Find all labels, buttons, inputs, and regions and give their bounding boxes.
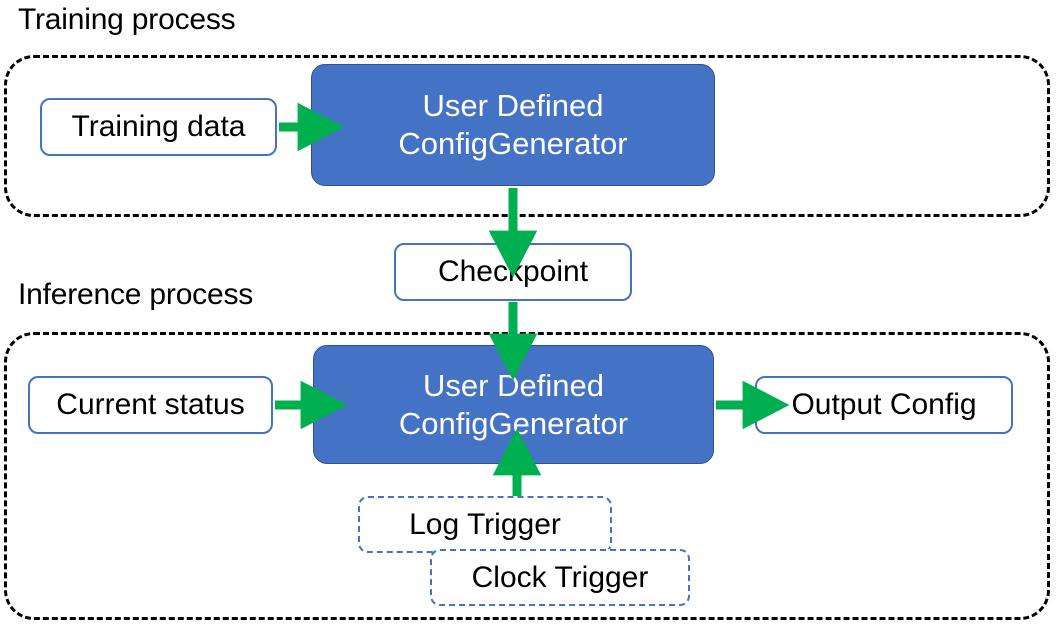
training-config-generator-node[interactable]: User Defined ConfigGenerator	[311, 64, 715, 186]
checkpoint-node[interactable]: Checkpoint	[394, 243, 632, 301]
log-trigger-label: Log Trigger	[409, 507, 561, 541]
current-status-node[interactable]: Current status	[28, 376, 273, 434]
training-data-label: Training data	[71, 110, 246, 143]
output-config-node[interactable]: Output Config	[755, 376, 1013, 434]
inference-config-generator-label-line2: ConfigGenerator	[398, 405, 629, 441]
checkpoint-label: Checkpoint	[437, 255, 589, 288]
output-config-label: Output Config	[791, 388, 977, 421]
training-process-title: Training process	[18, 3, 236, 36]
inference-process-container	[4, 332, 1050, 620]
clock-trigger-label: Clock Trigger	[471, 560, 649, 594]
inference-config-generator-label-line1: User Defined	[423, 367, 604, 403]
training-config-generator-label-line2: ConfigGenerator	[398, 126, 628, 161]
training-data-node[interactable]: Training data	[40, 98, 277, 156]
inference-config-generator-node[interactable]: User Defined ConfigGenerator	[313, 345, 714, 464]
training-process-container	[4, 55, 1050, 217]
log-trigger-node[interactable]: Log Trigger	[358, 496, 612, 553]
training-config-generator-label-line1: User Defined	[422, 88, 604, 123]
inference-process-title: Inference process	[18, 278, 254, 311]
clock-trigger-node[interactable]: Clock Trigger	[430, 549, 690, 606]
current-status-label: Current status	[56, 388, 245, 421]
